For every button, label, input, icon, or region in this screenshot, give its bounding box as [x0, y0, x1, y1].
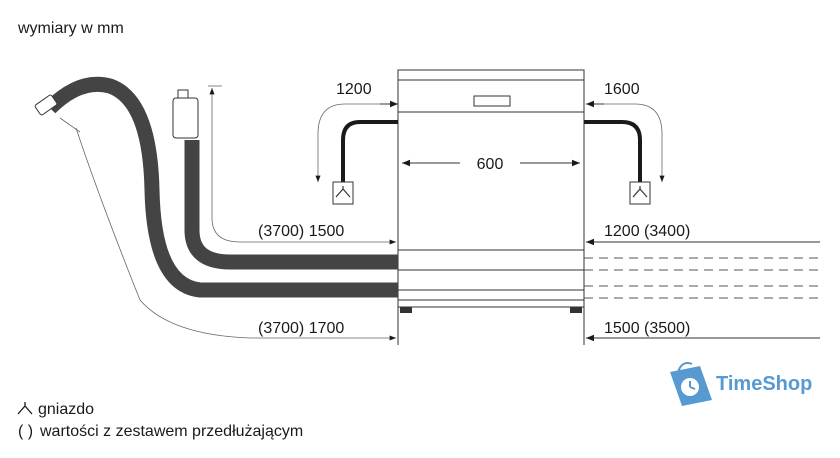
units-note: wymiary w mm [17, 20, 124, 37]
left-foot [400, 307, 412, 313]
width-label: 600 [477, 156, 504, 173]
inlet-hose [34, 76, 398, 341]
brand-name: TimeShop [716, 373, 812, 395]
shopping-bag-clock-icon [670, 362, 712, 406]
aquastop-valve [172, 97, 199, 139]
control-panel-display [473, 95, 511, 107]
width-dimension: 600 [402, 156, 580, 173]
dishwasher-body [397, 69, 585, 313]
inlet-left-label: (3700) 1700 [258, 320, 344, 337]
socket-legend-icon [17, 402, 33, 415]
drain-left-label: (3700) 1500 [258, 223, 344, 240]
drain-right-label: 1200 (3400) [604, 223, 690, 240]
timeshop-watermark: TimeShop [670, 362, 812, 406]
right-foot [570, 307, 582, 313]
legend-socket-label: gniazdo [38, 401, 94, 418]
top-right-hose-label: 1600 [604, 81, 640, 98]
socket-left [332, 181, 354, 205]
top-left-hose-label: 1200 [336, 81, 372, 98]
drain-hose [172, 85, 398, 270]
legend-ext-symbol: ( ) [18, 423, 33, 440]
legend-ext-label: wartości z zestawem przedłużającym [39, 423, 303, 440]
inlet-right-label: 1500 (3500) [604, 320, 690, 337]
power-cable-right: 1600 [584, 81, 665, 205]
right-guides [397, 238, 820, 345]
socket-right [629, 181, 651, 205]
legend: gniazdo ( ) wartości z zestawem przedłuż… [17, 401, 303, 440]
power-cable-left: 1200 [315, 81, 398, 205]
inlet-connector [34, 94, 58, 116]
